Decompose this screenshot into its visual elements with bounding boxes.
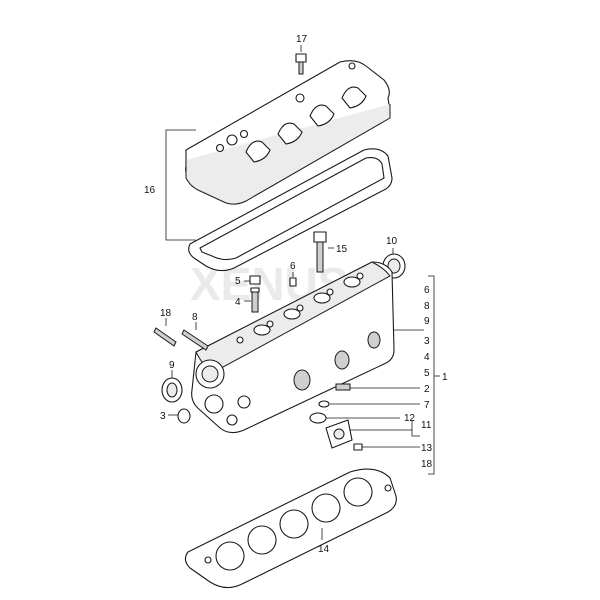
callout-6-top: 6	[290, 261, 296, 272]
callout-3-left: 3	[160, 411, 166, 422]
callout-4-right: 4	[424, 352, 430, 363]
callout-2: 2	[424, 384, 430, 395]
cap-5	[249, 275, 261, 285]
cover-gasket	[188, 148, 393, 272]
callout-4: 4	[235, 297, 241, 308]
callout-17: 17	[296, 34, 308, 45]
bracket-16	[165, 129, 196, 241]
cover-bolt-17	[295, 53, 307, 75]
callout-1: 1	[442, 372, 448, 383]
callout-8-right: 8	[424, 301, 430, 312]
callout-3-right: 3	[424, 336, 430, 347]
callout-9-right: 9	[424, 316, 430, 327]
head-gasket-14	[184, 468, 397, 589]
callout-14: 14	[318, 544, 330, 555]
callout-5-right: 5	[424, 368, 430, 379]
callout-11: 11	[421, 420, 432, 431]
seal-3	[177, 408, 191, 424]
callout-18-left: 18	[160, 308, 172, 319]
callout-5: 5	[235, 276, 241, 287]
callout-12: 12	[404, 413, 416, 424]
plug-6	[289, 277, 297, 287]
callout-15: 15	[336, 244, 348, 255]
head-bolt-15	[313, 231, 327, 273]
stud-4	[250, 287, 260, 313]
callout-8-left: 8	[192, 312, 198, 323]
callout-6-right: 6	[424, 285, 430, 296]
callout-7: 7	[424, 400, 430, 411]
bracket-1	[428, 275, 435, 475]
o-ring-12	[309, 412, 327, 424]
valve-cover-16	[185, 60, 391, 205]
screw-13	[353, 443, 363, 451]
stud-8	[181, 329, 209, 351]
callout-13: 13	[421, 443, 433, 454]
seal-9	[161, 377, 183, 403]
callout-18-right: 18	[421, 459, 433, 470]
housing-11	[325, 419, 353, 449]
callout-16: 16	[144, 185, 156, 196]
callout-10: 10	[386, 236, 398, 247]
sleeve-2	[335, 383, 351, 391]
cylinder-head	[191, 261, 395, 434]
stud-18	[153, 327, 177, 347]
o-ring-7	[318, 400, 330, 408]
callout-9-left: 9	[169, 360, 175, 371]
